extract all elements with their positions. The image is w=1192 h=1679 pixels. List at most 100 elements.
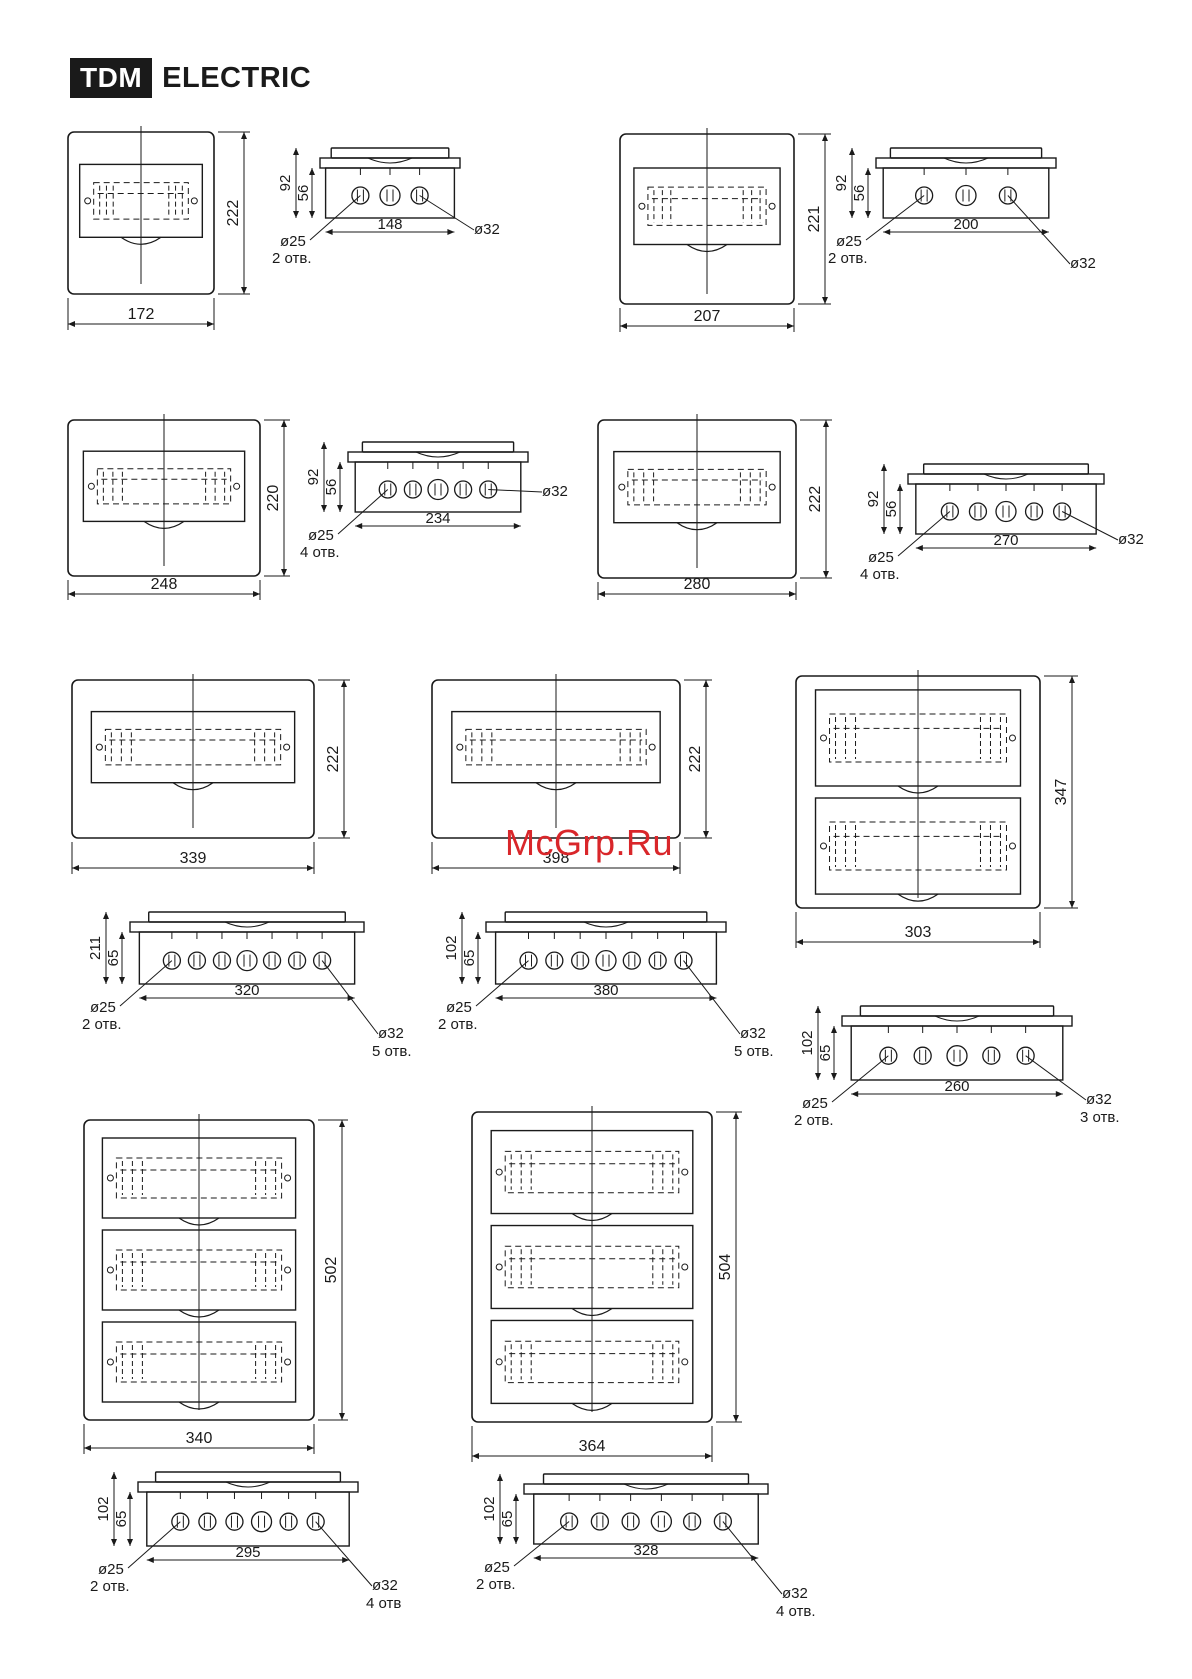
panel-window [451,710,661,784]
din-rail-outline [829,821,1007,871]
knockout-hole [312,951,332,970]
front-width-label: 398 [543,850,570,867]
front-width-label: 280 [684,576,711,593]
panel-window [613,450,781,524]
knockout-hole [946,1045,968,1067]
hole-large-label: ø32 [378,1025,404,1042]
depth-total-label: 102 [95,1496,112,1521]
leader-line [722,1521,783,1595]
front-view-u6: 398 222 [431,674,712,874]
arrow-head [815,1006,821,1013]
arrow-head [127,1539,133,1546]
door-handle [178,1401,220,1410]
knockout-hole [571,951,590,970]
leader-line [127,1521,181,1569]
box-body [138,931,356,985]
arrow-head [513,523,521,529]
din-rail-outline [504,1340,680,1384]
leader-line [321,960,379,1035]
box-body [494,931,718,985]
screw-hole [284,1266,292,1274]
arrow-head [733,1415,739,1422]
knockout-hole [1016,1046,1035,1065]
depth-inner-label: 65 [499,1511,516,1528]
arrow-head [321,442,327,449]
hole-small-label: ø25 [802,1095,828,1112]
lid [859,1005,1055,1017]
arrow-head [139,995,147,1001]
arrow-head [823,420,829,427]
arrow-head [787,323,794,329]
screw-hole [233,482,241,490]
panel-window [82,450,246,523]
hole-small-count: 4 отв. [860,566,900,583]
arrow-head [815,1073,821,1080]
hole-small-label: ø25 [308,527,334,544]
arrow-head [598,591,605,597]
front-width-label: 172 [128,306,155,323]
lid [922,463,1090,475]
leader-line [475,960,529,1007]
din-rail-outline [627,468,767,506]
arrow-head [703,680,709,687]
inner-width-label: 148 [377,216,402,233]
arrow-head [355,523,363,529]
arrow-head [620,323,627,329]
knockout-hole [403,480,423,499]
depth-inner-label: 56 [295,185,312,202]
door-handle [571,1402,613,1411]
arrow-head [307,865,314,871]
arrow-head [897,527,903,534]
panel-window [633,167,781,246]
box-body [850,1025,1064,1081]
door-handle [120,236,162,245]
panel-window [78,163,204,238]
arrow-head [293,211,299,218]
arrow-head [111,1472,117,1479]
hole-large-count: 5 отв. [734,1043,774,1060]
arrow-head [497,1474,503,1481]
arrow-head [1069,901,1075,908]
knockout-hole [682,1512,702,1531]
arrow-head [881,464,887,471]
depth-inner-label: 65 [113,1511,130,1528]
leader-line [513,1521,570,1567]
box-body [146,1491,350,1547]
leader-line [1061,511,1119,541]
arrow-head [673,865,680,871]
inner-width-label: 328 [633,1542,658,1559]
door-handle [686,244,728,253]
knockout-hole [998,186,1018,205]
din-rail-outline [504,1150,680,1194]
front-height-label: 222 [687,746,704,773]
depth-inner-label: 56 [323,479,340,496]
arrow-head [253,591,260,597]
knockout-hole [955,184,977,207]
knockout-hole [968,502,988,521]
arrow-head [796,939,803,945]
arrow-head [432,865,439,871]
box-body [915,483,1097,535]
arrow-head [883,229,891,235]
arrow-head [281,569,287,576]
front-width-label: 340 [186,1430,213,1447]
screw-hole [190,197,198,205]
front-height-label: 221 [806,206,823,233]
screw-hole [495,1168,503,1176]
panel-window [101,1229,297,1311]
knockout-hole [590,1512,610,1531]
front-width-label: 303 [905,924,932,941]
arrow-head [241,132,247,139]
arrow-head [513,1537,519,1544]
lid-handle [934,1015,980,1022]
depth-total-label: 102 [443,935,460,960]
arrow-head [533,1555,541,1561]
arrow-head [1041,229,1049,235]
screw-hole [648,743,656,751]
screw-hole [820,842,828,850]
front-width-label: 339 [180,850,207,867]
arrow-head [68,591,75,597]
